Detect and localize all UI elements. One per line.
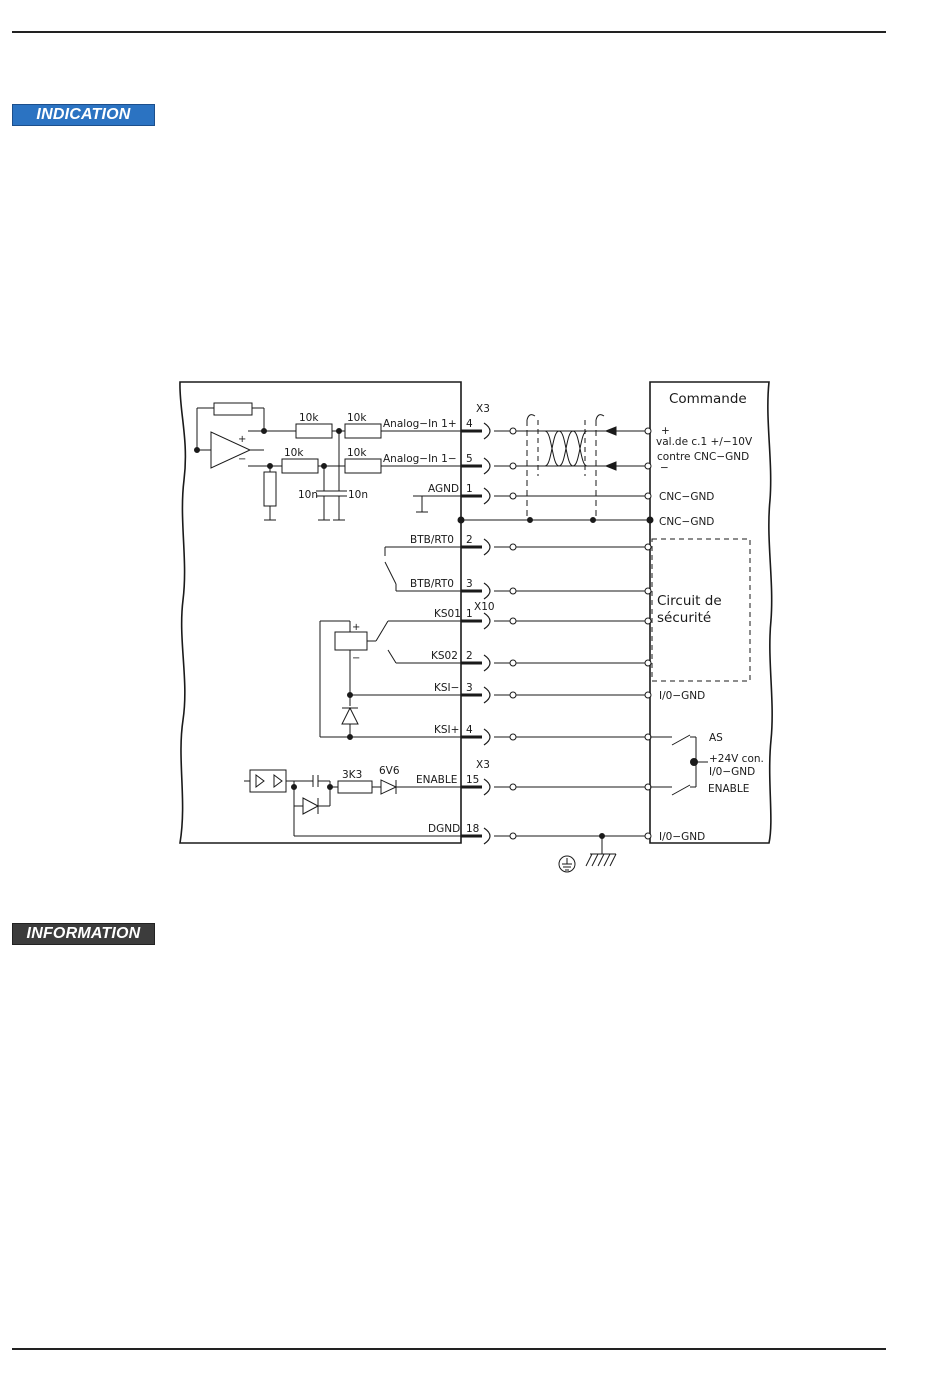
resistor-10k-3 — [281, 458, 319, 474]
control-box — [649, 381, 773, 844]
cnc-gnd-2-label: CNC−GND — [659, 516, 714, 528]
x10-pin-1 — [461, 612, 491, 630]
x10-pin-2 — [461, 654, 491, 672]
resistor-10k-1 — [295, 423, 333, 439]
dgnd-label: DGND — [428, 823, 460, 835]
indication-badge: INDICATION — [12, 104, 155, 126]
optocoupler — [249, 769, 287, 793]
analog-in1m-label: Analog−In 1− — [383, 453, 457, 465]
minus-sign: − — [660, 462, 669, 474]
analog-in1p-label: Analog−In 1+ — [383, 418, 457, 430]
opamp-minus: − — [238, 454, 246, 465]
btb1-label: BTB/RT0 — [410, 534, 454, 546]
commande-label: Commande — [669, 391, 747, 407]
enable-right-label: ENABLE — [708, 783, 749, 795]
setpoint-label: val.de c.1 +/−10V — [656, 436, 753, 448]
relay-coil — [334, 631, 368, 651]
relay-plus: + — [352, 622, 360, 633]
enable-label: ENABLE — [416, 774, 457, 786]
agnd-label: AGND — [428, 483, 459, 495]
r2-label: 10k — [347, 412, 367, 424]
x3-bottom-label: X3 — [476, 759, 490, 771]
information-badge: INFORMATION — [12, 923, 155, 945]
pin-1-label: 1 — [466, 483, 473, 495]
x10-pin-1-label: 1 — [466, 608, 473, 620]
relay-minus: − — [352, 653, 360, 664]
ks02-label: KS02 — [431, 650, 458, 662]
cnc-gnd-1-label: CNC−GND — [659, 491, 714, 503]
circuit-line2: sécurité — [657, 610, 711, 626]
resistor-10k-4 — [344, 458, 382, 474]
r4-label: 10k — [347, 447, 367, 459]
earth-icon — [558, 855, 576, 873]
interconnect-wires — [457, 427, 654, 840]
x10-pin-2-label: 2 — [466, 650, 473, 662]
contre-label: contre CNC−GND — [657, 451, 749, 463]
enable-input — [244, 769, 461, 837]
io-gnd-2-label: I/0−GND — [659, 831, 705, 843]
r3-label: 10k — [284, 447, 304, 459]
r1-label: 10k — [299, 412, 319, 424]
as-label: AS — [709, 732, 723, 744]
x10-pin-4 — [461, 728, 491, 746]
btb2-label: BTB/RT0 — [410, 578, 454, 590]
opamp-section — [194, 402, 461, 521]
pin-18 — [461, 827, 491, 845]
pin-4-label: 4 — [466, 418, 473, 430]
pin-15-label: 15 — [466, 774, 479, 786]
shielded-cable — [526, 414, 617, 523]
top-rule — [12, 31, 886, 33]
ground-resistor — [263, 471, 277, 507]
pin-3 — [461, 582, 491, 600]
pin-2 — [461, 538, 491, 556]
pin-4 — [461, 422, 491, 440]
plus-sign: + — [661, 425, 670, 437]
resistor-10k-2 — [344, 423, 382, 439]
io-gnd-1-label: I/0−GND — [659, 690, 705, 702]
pin-15 — [461, 778, 491, 796]
x10-pin-3-label: 3 — [466, 682, 473, 694]
z6v6-label: 6V6 — [379, 765, 400, 777]
pin-2-label: 2 — [466, 534, 473, 546]
c1-label: 10n — [298, 489, 318, 501]
x3-connectors — [461, 422, 491, 845]
opamp-plus: + — [238, 434, 246, 445]
ksi-minus-label: KSI− — [434, 682, 459, 694]
pin-5 — [461, 457, 491, 475]
pin-18-label: 18 — [466, 823, 479, 835]
bottom-rule — [12, 1348, 886, 1350]
v24-label: +24V con. — [709, 753, 764, 765]
pin-5-label: 5 — [466, 453, 473, 465]
c2-label: 10n — [348, 489, 368, 501]
x3-top-label: X3 — [476, 403, 490, 415]
pin-1 — [461, 487, 491, 505]
circuit-line1: Circuit de — [657, 593, 722, 609]
ground-symbols — [558, 833, 617, 873]
x10-pin-3 — [461, 686, 491, 704]
io-gnd-small-label: I/0−GND — [709, 766, 755, 778]
x10-label: X10 — [474, 601, 495, 613]
ks01-label: KS01 — [434, 608, 461, 620]
r3k3-label: 3K3 — [342, 769, 362, 781]
pin-3-label: 3 — [466, 578, 473, 590]
control-switches — [650, 538, 751, 796]
drive-box — [179, 381, 462, 844]
x10-pin-4-label: 4 — [466, 724, 473, 736]
ksi-plus-label: KSI+ — [434, 724, 459, 736]
safety-relay — [319, 620, 461, 740]
safety-circuit-box — [651, 538, 751, 682]
resistor-3k3 — [337, 780, 373, 794]
feedback-resistor — [213, 402, 253, 416]
